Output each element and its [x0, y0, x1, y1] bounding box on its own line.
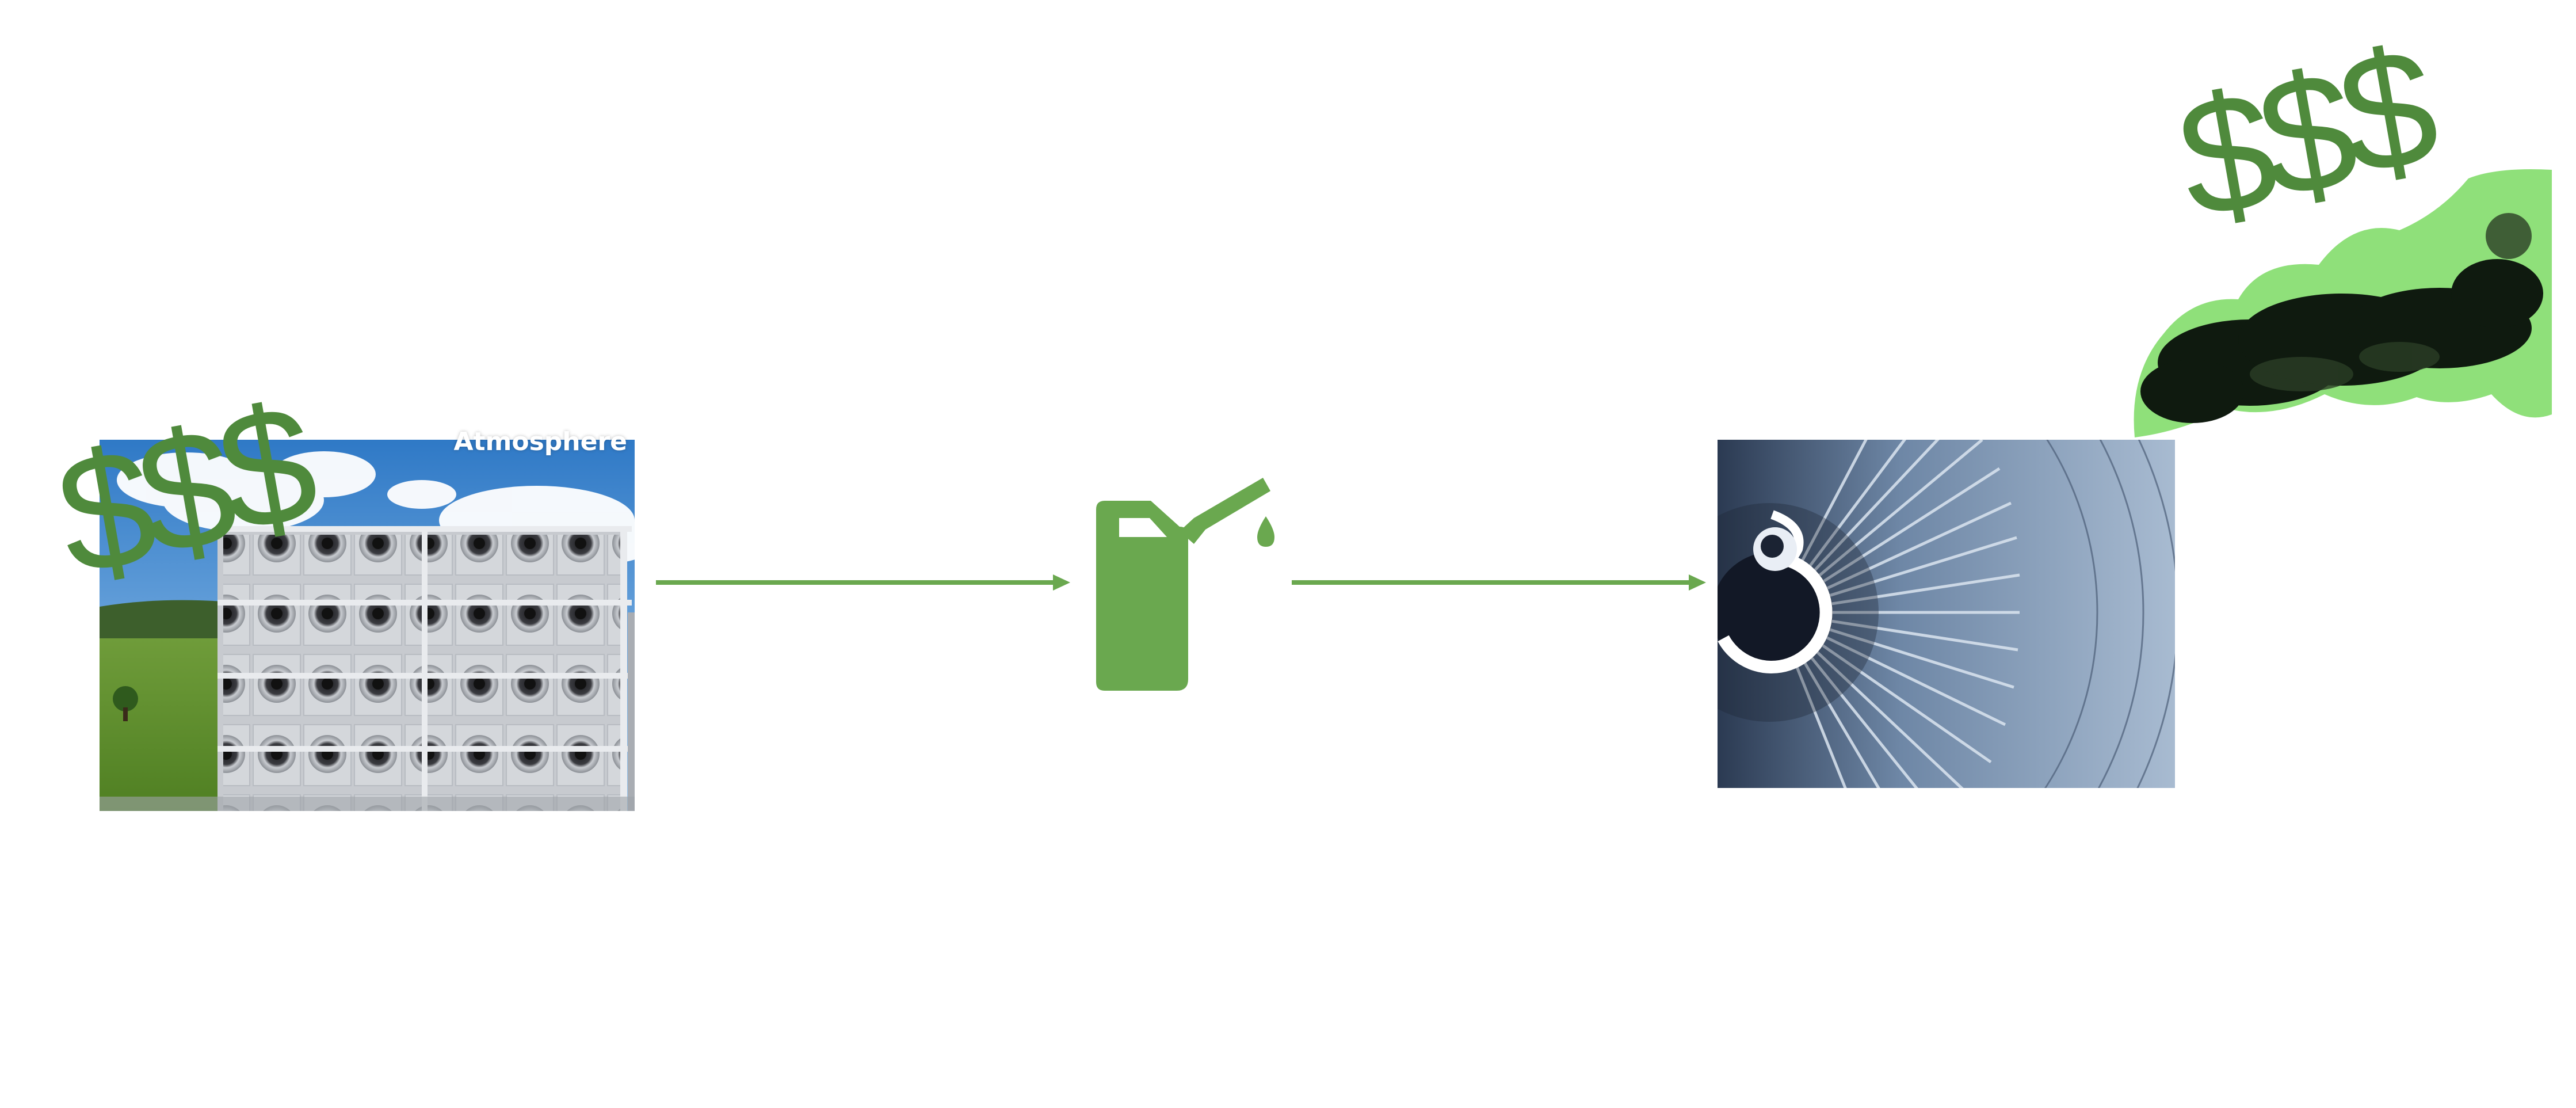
- direct-air-capture-plant-icon: [100, 440, 635, 811]
- exhaust-smoke: [2129, 167, 2552, 437]
- arrow-right-icon: [1292, 574, 1706, 591]
- dollar-signs-icon: $ $ $: [55, 397, 319, 604]
- jet-engine-icon: [1718, 440, 2175, 788]
- jet-engine-image: [1718, 440, 2175, 788]
- fuel-jerrycan-icon: [1096, 478, 1274, 691]
- right-money-symbols: $ $ $: [2175, 26, 2445, 245]
- exhaust-smoke-icon: [2134, 169, 2552, 437]
- fuel-can: [1087, 469, 1283, 694]
- arrow-fuel-to-engine: [1292, 570, 1706, 596]
- arrow-capture-to-fuel: [656, 570, 1070, 596]
- atmosphere-label: Atmosphere: [453, 427, 627, 456]
- left-money-symbols: $ $ $: [55, 397, 319, 604]
- direct-air-capture-plant-image: [100, 440, 635, 811]
- dollar-signs-icon: $ $ $: [2175, 26, 2445, 245]
- arrow-right-icon: [656, 574, 1070, 591]
